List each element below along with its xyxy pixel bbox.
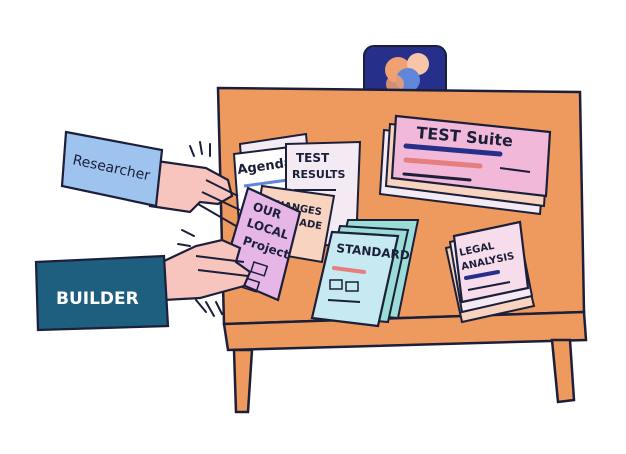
builder-label: BUILDER xyxy=(56,289,139,309)
builder-arm xyxy=(160,238,252,302)
builder-tag: BUILDER xyxy=(34,254,170,332)
test-results-label-1: TEST xyxy=(296,151,330,165)
motion-lines xyxy=(177,141,223,317)
standard-document: STANDARD xyxy=(310,219,420,328)
researcher-tag: Researcher xyxy=(60,130,164,208)
test-suite-document: TEST Suite xyxy=(378,114,552,216)
legal-analysis-document: LEGAL ANALYSIS xyxy=(444,220,536,324)
test-results-label-2: RESULTS xyxy=(292,168,346,181)
researcher-arm xyxy=(148,158,241,227)
